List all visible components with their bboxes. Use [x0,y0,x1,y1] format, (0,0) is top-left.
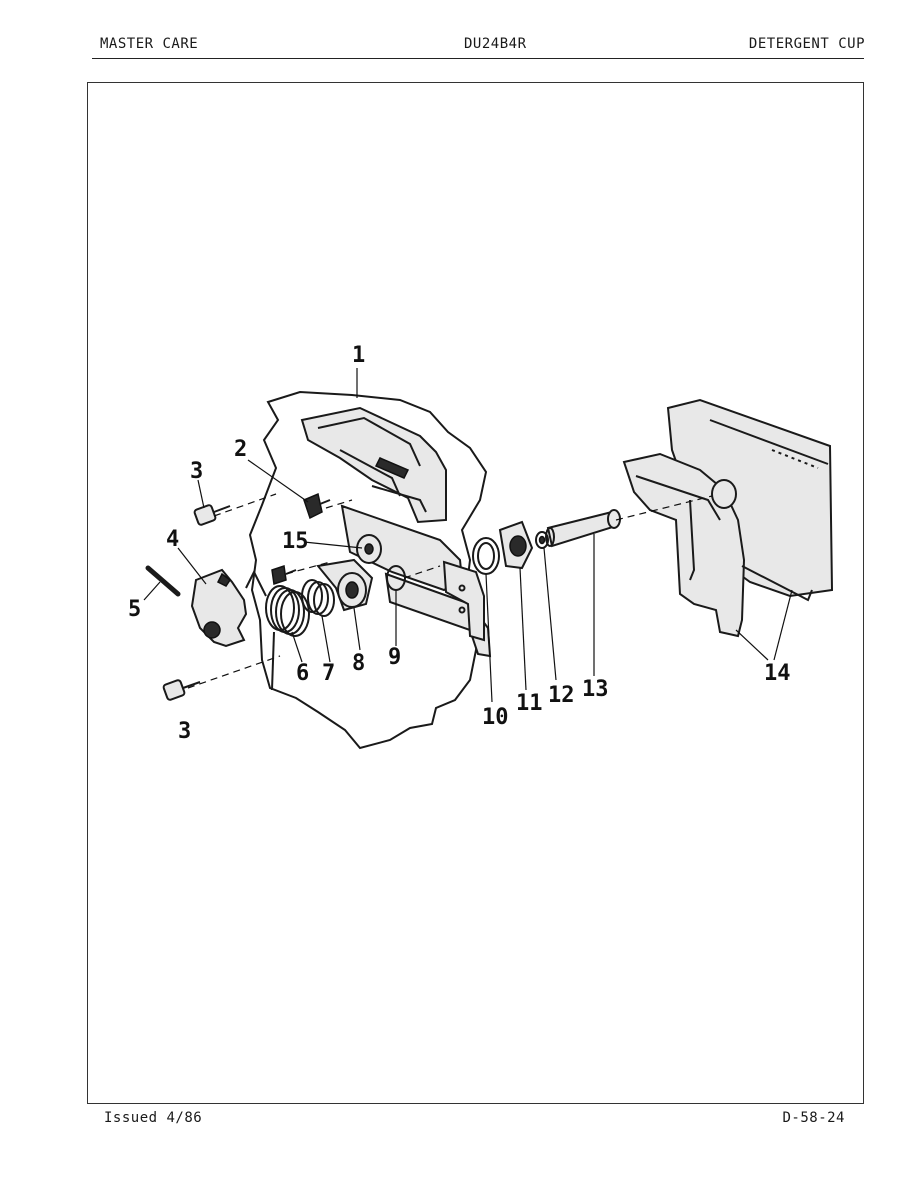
part-11-bushing [498,520,534,570]
footer-page-code: D-58-24 [782,1110,845,1126]
callout-8: 8 [352,651,365,676]
diagram-frame [87,82,864,1104]
callout-15: 15 [282,529,309,554]
header-rule [92,58,864,59]
callout-1: 1 [352,343,365,368]
spring-mount-screw [271,565,297,585]
callout-13: 13 [582,677,609,702]
part-15-bearing [356,534,382,564]
assembly-guide-lines [187,493,713,689]
part-4-latch-lever [190,568,248,648]
door-panel [248,390,488,750]
part-1-cup-housing [300,406,447,524]
callout-11: 11 [516,691,543,716]
header-section-title: DETERGENT CUP [748,36,865,52]
part-7-spring [301,579,335,617]
callout-3-upper: 3 [190,459,203,484]
header-brand: MASTER CARE [100,36,199,52]
part-8-cam [316,558,374,612]
callout-10: 10 [482,705,509,730]
callout-2: 2 [234,437,247,462]
callout-6: 6 [296,661,309,686]
callout-3-lower: 3 [178,719,191,744]
callout-14: 14 [764,661,791,686]
part-14-cup-cover [622,398,834,638]
callout-4: 4 [166,527,179,552]
part-3-upper-screw [193,504,231,526]
part-2-screw [303,492,331,520]
part-10-o-ring [472,537,500,575]
part-6-torsion-spring [245,569,310,691]
part-5-pin [145,565,181,597]
callout-9: 9 [388,645,401,670]
footer-issue-date: Issued 4/86 [104,1110,203,1126]
callout-5: 5 [128,597,141,622]
header-model-number: DU24B4R [464,36,527,52]
callout-leader-lines [143,368,793,703]
part-13-hinge-shaft [545,509,621,548]
callout-7: 7 [322,661,335,686]
part-12-washer [535,531,549,549]
callout-12: 12 [548,683,575,708]
part-3-lower-screw [162,679,201,701]
